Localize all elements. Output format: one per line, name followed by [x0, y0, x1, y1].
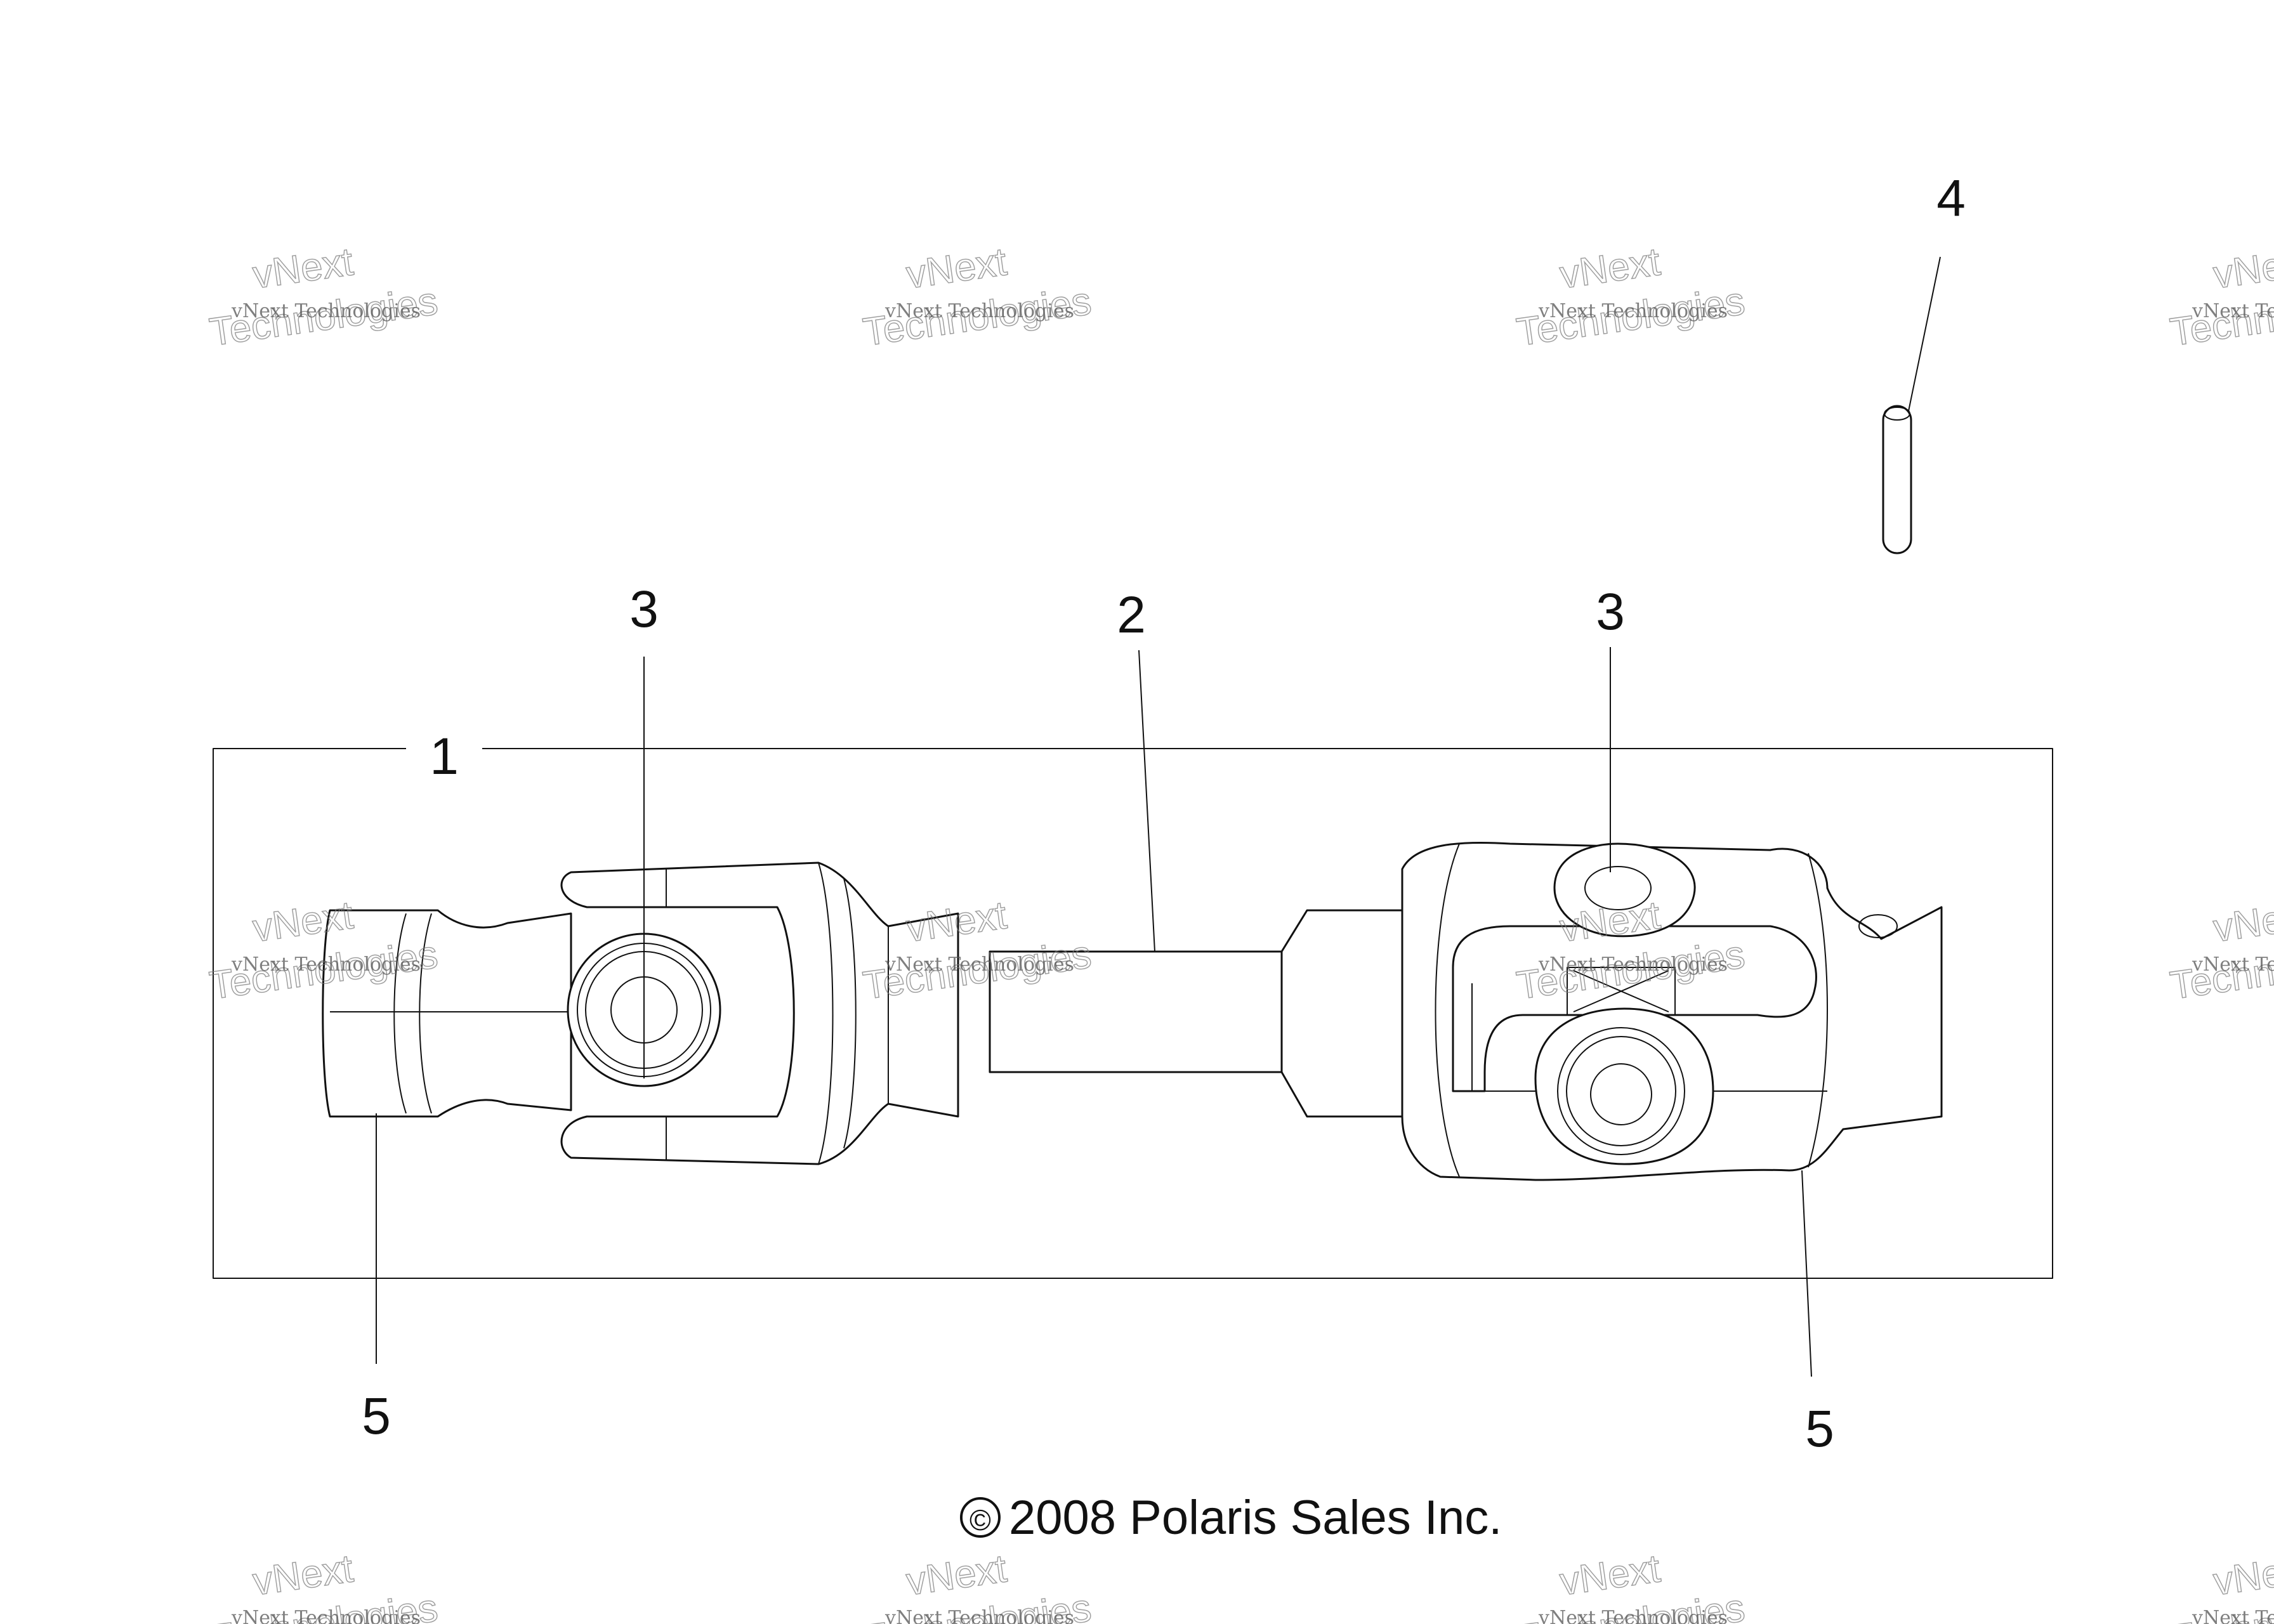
callout-5-left: 5: [362, 1387, 391, 1445]
watermark: vNext Technologies vNext Technologies: [860, 1546, 1094, 1624]
right-universal-joint: [1280, 841, 1943, 1181]
center-shaft: [989, 950, 1283, 1073]
watermark: vNext Technologies vNext Technologies: [206, 1546, 441, 1624]
watermark-large-1: vNext: [250, 240, 356, 297]
watermark-text: vNext: [1557, 1547, 1663, 1604]
callout-1: 1: [430, 728, 459, 785]
watermark-text: vNext: [2211, 240, 2274, 297]
copyright-text: 2008 Polaris Sales Inc.: [1009, 1491, 1502, 1545]
callout-2: 2: [1117, 586, 1146, 644]
watermark-text: vNext: [904, 240, 1009, 297]
watermark-text: vNext Technologies: [1538, 300, 1728, 322]
watermark-text: vNext Technologies: [2192, 953, 2274, 976]
watermark-text: vNext Technologies: [884, 1607, 1074, 1624]
watermark: vNext Technologies vNext Technologies: [2167, 893, 2274, 1008]
watermark-text: vNext Technologies: [884, 300, 1074, 322]
callout-3-right: 3: [1596, 583, 1625, 641]
watermark-text: vNext Technologies: [884, 953, 1074, 976]
watermark: vNext Technologies vNext Technologies: [206, 239, 441, 355]
watermark: vNext Technologies vNext Technologies: [2167, 1546, 2274, 1624]
watermark-text: vNext: [904, 893, 1009, 950]
roll-pin: [1882, 405, 1912, 554]
watermark-text: vNext: [250, 1547, 356, 1604]
watermark: vNext Technologies vNext Technologies: [860, 239, 1094, 355]
watermark-text: vNext Technologies: [1538, 1607, 1728, 1624]
watermark-text: vNext: [1557, 240, 1663, 297]
watermark-text: vNext Technologies: [2192, 1607, 2274, 1624]
watermark-text: vNext Technologies: [2192, 300, 2274, 322]
assembly-frame: [213, 748, 2053, 1279]
copyright-symbol: ©: [969, 1503, 991, 1536]
watermark-text: vNext: [904, 1547, 1009, 1604]
watermark: vNext Technologies vNext Technologies: [1513, 1546, 1748, 1624]
left-universal-joint: [322, 861, 959, 1165]
callout-5-right: 5: [1805, 1400, 1834, 1458]
copyright: © 2008 Polaris Sales Inc.: [960, 1491, 1502, 1545]
leader-lines: [376, 256, 1941, 1377]
watermark-small: vNext Technologies: [231, 300, 421, 322]
watermark-text: vNext Technologies: [231, 1607, 421, 1624]
watermark-text: vNext Technologies: [1538, 953, 1728, 976]
watermark-text: vNext: [2211, 893, 2274, 950]
watermark-text: vNext: [2211, 1547, 2274, 1604]
watermark-text: vNext Technologies: [231, 953, 421, 976]
callout-4: 4: [1936, 169, 1966, 227]
watermark: vNext Technologies vNext Technologies: [1513, 239, 1748, 355]
watermark: vNext Technologies vNext Technologies: [2167, 239, 2274, 355]
callout-3-left: 3: [629, 580, 659, 638]
